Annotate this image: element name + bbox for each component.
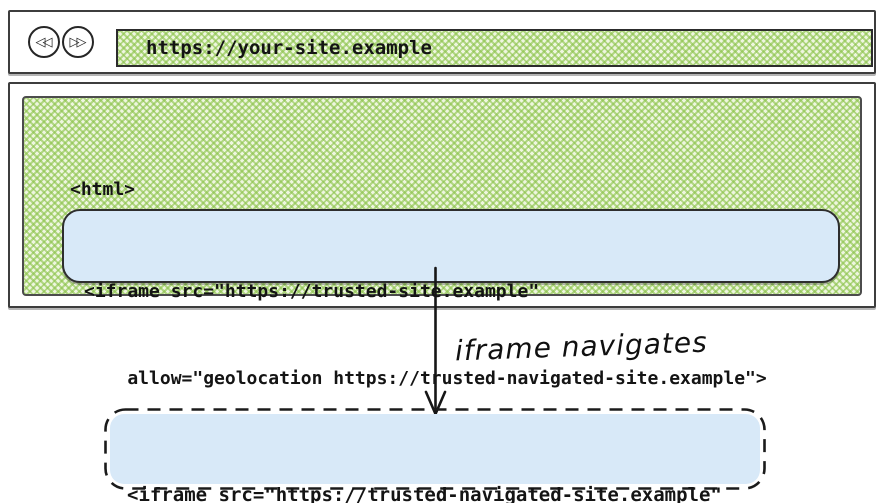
navigated-iframe-snippet: <iframe src="https://trusted-navigated-s… <box>127 423 722 503</box>
browser-toolbar: ◁◁ ▷▷ https://your-site.example <box>8 10 876 74</box>
back-icon: ◁◁ <box>35 34 53 50</box>
navigation-arrow <box>424 266 447 416</box>
page-content: <html> // your-site.example code <iframe… <box>22 96 862 389</box>
embedded-iframe-snippet: <iframe src="https://trusted-site.exampl… <box>84 219 767 451</box>
browser-window: <html> // your-site.example code <iframe… <box>8 82 876 389</box>
embedded-iframe-box: <iframe src="https://trusted-site.exampl… <box>62 209 840 389</box>
iframe-src-line: <iframe src="https://trusted-site.exampl… <box>84 281 540 302</box>
navigated-iframe-box: <iframe src="https://trusted-navigated-s… <box>104 408 766 503</box>
navigated-iframe-src-line: <iframe src="https://trusted-navigated-s… <box>127 484 722 503</box>
forward-icon: ▷▷ <box>69 34 87 50</box>
navigated-iframe-fill: <iframe src="https://trusted-navigated-s… <box>110 414 760 503</box>
html-tag-line: <html> <box>70 179 136 200</box>
dashed-outline <box>104 408 766 490</box>
iframe-allow-line: allow="geolocation https://trusted-navig… <box>84 368 767 389</box>
back-button: ◁◁ <box>28 26 60 58</box>
url-bar: https://your-site.example <box>116 29 873 67</box>
forward-button: ▷▷ <box>62 26 94 58</box>
